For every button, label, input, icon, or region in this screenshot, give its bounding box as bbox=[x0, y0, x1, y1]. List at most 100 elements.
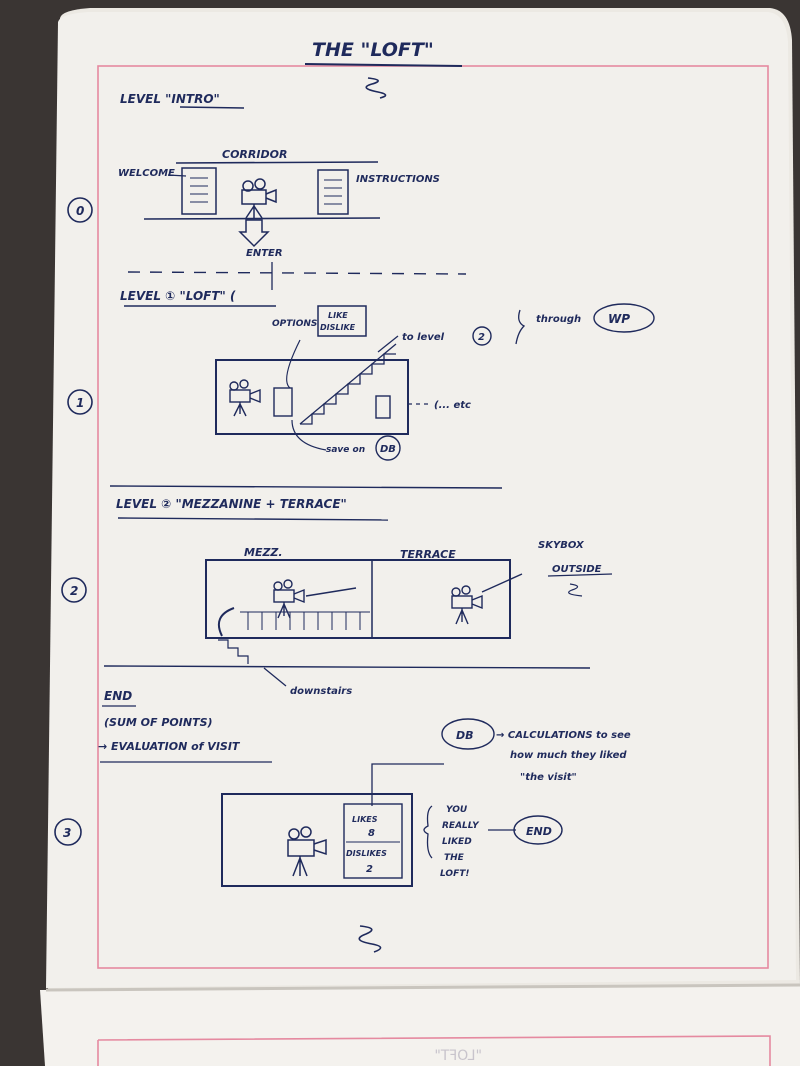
corridor-label: CORRIDOR bbox=[222, 148, 287, 161]
like-label: LIKE bbox=[328, 311, 348, 320]
etc-label: (... etc bbox=[434, 400, 471, 411]
level1-divider bbox=[109, 485, 503, 489]
through-brace bbox=[515, 309, 526, 345]
like-dislike-box bbox=[317, 305, 367, 337]
instructions-label: INSTRUCTIONS bbox=[356, 174, 440, 185]
message-line-2: REALLY bbox=[442, 821, 480, 831]
options-label: OPTIONS bbox=[272, 319, 317, 329]
wp-ellipse bbox=[593, 303, 655, 333]
likes-label: LIKES bbox=[352, 815, 378, 824]
calc-line-3: "the visit" bbox=[520, 772, 577, 783]
title-underline bbox=[304, 63, 463, 67]
level2-underline bbox=[117, 517, 389, 521]
level1-door bbox=[375, 395, 391, 419]
mezz-terrace-room bbox=[205, 559, 511, 639]
message-brace bbox=[423, 805, 433, 859]
intro-underline bbox=[179, 106, 245, 109]
intro-number: 0 bbox=[76, 204, 84, 218]
title-squiggle bbox=[365, 77, 387, 99]
level2-terrace-camera-figure bbox=[451, 573, 523, 625]
db-arrow bbox=[371, 763, 444, 806]
level1-number: 1 bbox=[76, 396, 84, 410]
dislikes-count: 2 bbox=[366, 864, 373, 875]
welcome-label: WELCOME bbox=[118, 168, 175, 179]
message-line-4: THE bbox=[444, 853, 465, 863]
end-heading: END bbox=[104, 689, 132, 703]
evaluation-label: → EVALUATION of VISIT bbox=[98, 740, 241, 753]
level2-heading: LEVEL ② "MEZZANINE + TERRACE" bbox=[116, 497, 347, 511]
wp-label: WP bbox=[608, 312, 630, 326]
page-title: THE "LOFT" bbox=[312, 39, 434, 61]
outside-label: OUTSIDE bbox=[552, 564, 602, 575]
next-page-mirrored-title: "LOFT" bbox=[434, 1048, 482, 1064]
outside-squiggle bbox=[568, 583, 583, 597]
to-level-number: 2 bbox=[478, 332, 485, 343]
to-level-circle bbox=[472, 326, 492, 346]
end-room bbox=[221, 793, 413, 887]
dislike-label: DISLIKE bbox=[320, 323, 356, 332]
level2-number-circle bbox=[61, 577, 87, 603]
intro-number-circle bbox=[67, 197, 93, 223]
save-db-circle bbox=[375, 435, 401, 461]
intro-heading: LEVEL "INTRO" bbox=[120, 92, 220, 106]
welcome-arrow bbox=[167, 174, 187, 177]
loft-room bbox=[215, 359, 409, 435]
skybox-label: SKYBOX bbox=[538, 540, 585, 551]
level2-number: 2 bbox=[70, 584, 78, 598]
end-ellipse-label: END bbox=[526, 825, 552, 838]
welcome-panel-lines bbox=[190, 177, 208, 203]
enter-arrow bbox=[238, 219, 270, 248]
score-board bbox=[343, 803, 403, 879]
downstairs-label: downstairs bbox=[290, 686, 352, 697]
message-line-3: LIKED bbox=[442, 837, 472, 847]
calc-line-2: how much they liked bbox=[510, 750, 627, 761]
downstairs-steps bbox=[218, 639, 249, 664]
to-level-label: to level bbox=[402, 332, 445, 343]
instructions-panel bbox=[317, 169, 349, 215]
end-number-circle bbox=[54, 818, 82, 846]
enter-label: ENTER bbox=[246, 248, 283, 259]
dislikes-label: DISLIKES bbox=[346, 849, 387, 858]
notebook-page bbox=[46, 12, 796, 988]
sum-points-label: (SUM OF POINTS) bbox=[104, 716, 213, 729]
save-on-label: save on bbox=[326, 445, 365, 455]
level1-number-circle bbox=[67, 389, 93, 415]
downstairs-arrow bbox=[263, 667, 287, 687]
end-db-ellipse bbox=[441, 718, 495, 750]
corridor-floor bbox=[143, 217, 381, 220]
likes-count: 8 bbox=[368, 828, 375, 839]
corridor-top-wall bbox=[175, 161, 379, 164]
level2-divider bbox=[103, 665, 591, 669]
downstairs-curve bbox=[218, 607, 235, 637]
message-line-5: LOFT! bbox=[440, 869, 469, 879]
stairs-rail bbox=[299, 343, 397, 425]
save-db-label: DB bbox=[380, 444, 396, 455]
level1-camera-figure bbox=[229, 379, 261, 417]
level2-mezz-camera-figure bbox=[273, 579, 357, 619]
level1-heading: LEVEL ① "LOFT" ( bbox=[120, 289, 236, 303]
terrace-label: TERRACE bbox=[400, 548, 456, 561]
save-arrow bbox=[291, 419, 327, 451]
end-ellipse bbox=[513, 815, 563, 845]
instructions-panel-lines bbox=[324, 179, 342, 205]
end-db-label: DB bbox=[456, 729, 474, 742]
next-page-margin bbox=[97, 1035, 771, 1066]
page-fold bbox=[45, 983, 800, 992]
to-level-arrow bbox=[377, 335, 399, 353]
welcome-panel bbox=[181, 167, 217, 215]
outside-underline bbox=[547, 573, 613, 577]
intro-camera-figure bbox=[241, 178, 277, 219]
options-arrow bbox=[286, 339, 301, 389]
end-camera-figure bbox=[287, 826, 327, 877]
next-page bbox=[40, 985, 800, 1066]
level1-panel bbox=[273, 387, 293, 417]
end-squiggle bbox=[358, 925, 382, 953]
message-line-1: YOU bbox=[446, 805, 468, 815]
calc-line-1: → CALCULATIONS to see bbox=[496, 730, 631, 741]
mezz-label: MEZZ. bbox=[244, 546, 283, 559]
loft-stairs bbox=[300, 353, 396, 425]
end-number: 3 bbox=[63, 826, 71, 840]
mezz-railing bbox=[240, 611, 370, 630]
through-label: through bbox=[536, 314, 581, 325]
